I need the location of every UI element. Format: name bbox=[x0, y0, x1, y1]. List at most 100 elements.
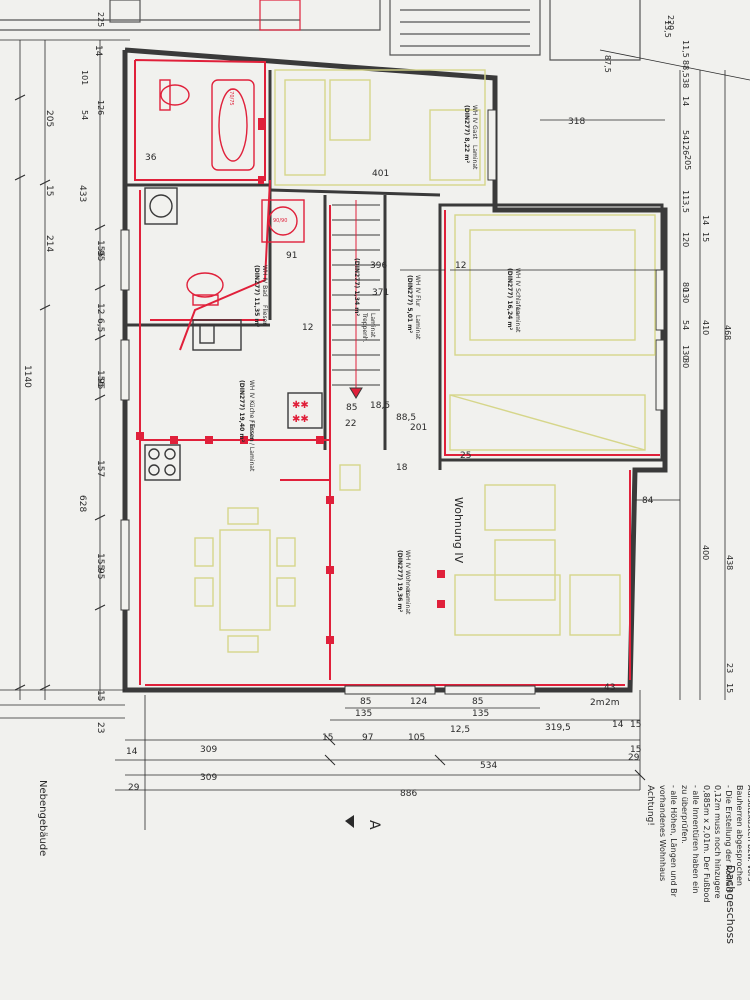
dimension-top-right-1: 205 bbox=[683, 155, 692, 170]
neighbour-building bbox=[0, 0, 641, 61]
dimension-top-right-4: 54 bbox=[681, 130, 690, 140]
svg-text:✱✱: ✱✱ bbox=[292, 400, 309, 411]
room-bad-area: (DIN277) 11,35 m² bbox=[253, 265, 260, 328]
dimension-left-10: 95 bbox=[95, 378, 105, 389]
kitchen-fixtures bbox=[144, 319, 323, 481]
svg-text:✱✱: ✱✱ bbox=[292, 414, 309, 425]
dimension-left-15: 1140 bbox=[22, 365, 32, 388]
chimney-symbols: ✱✱ ✱✱ bbox=[292, 400, 309, 425]
dimension-bottom-22: 2m bbox=[605, 698, 620, 708]
dimension-bottom-19: 886 bbox=[400, 789, 417, 799]
dimension-top-left-0: 225 bbox=[96, 12, 105, 27]
dimension-left-3: 214 bbox=[44, 235, 54, 252]
dimension-top-left-8: 54 bbox=[80, 110, 89, 120]
dimension-left-6: 95 bbox=[95, 250, 105, 261]
unit-name: Wohnung IV bbox=[452, 497, 465, 564]
dimension-bottom-4: 135 bbox=[472, 709, 489, 719]
room-gast-area: (DIN277) 8,22 m² bbox=[463, 105, 470, 163]
dimension-bottom-21: 2m bbox=[590, 698, 605, 708]
dimension-top-right-18: 23 bbox=[725, 663, 734, 673]
side-label-group: Nebengebäude bbox=[37, 780, 48, 856]
dimension-interior-2: 318 bbox=[568, 117, 585, 127]
dimension-top-left-2: 13,5 bbox=[663, 20, 672, 38]
dimension-left-11: 157 bbox=[95, 460, 105, 477]
room-gast-name: WH IV Gast bbox=[471, 105, 478, 140]
dimension-left-14: 95 bbox=[95, 568, 105, 579]
dimension-interior-1: 401 bbox=[372, 169, 389, 179]
dimension-left-17: 23 bbox=[95, 722, 105, 733]
dimension-bottom-14: 15 bbox=[630, 745, 641, 755]
dimension-bottom-17: 29 bbox=[128, 783, 140, 793]
dimension-bottom-13: 14 bbox=[126, 747, 138, 757]
furniture bbox=[194, 69, 656, 653]
dimension-interior-9: 18,5 bbox=[370, 401, 390, 411]
room-wohnen-floor: Laminat bbox=[404, 590, 411, 615]
room-kueche-name: WH IV Küche / Essen bbox=[248, 380, 255, 442]
section-mark: A bbox=[366, 820, 382, 830]
dimension-left-8: 6,5 bbox=[95, 318, 105, 332]
dimension-bottom-12: 319,5 bbox=[545, 723, 571, 733]
room-label-schlafen: (DIN277) 16,24 m² WH IV Schlafen Laminat bbox=[506, 268, 521, 333]
dimension-top-right-17: 15 bbox=[725, 683, 734, 693]
dimension-bottom-11: 12,5 bbox=[450, 725, 470, 735]
dimension-top-left-3: 11,5 bbox=[681, 40, 690, 58]
dimension-top-right-5: 120 bbox=[681, 232, 690, 247]
notes-block: Achtung! vorhandenes Wohnhaus- alle Höhe… bbox=[645, 785, 750, 902]
section-mark-arrow bbox=[345, 815, 354, 828]
dimension-interior-3: 91 bbox=[286, 251, 297, 261]
dimension-bottom-10: 105 bbox=[408, 733, 425, 743]
dimension-left-7: 12 bbox=[95, 303, 105, 314]
dimension-left-2: 15 bbox=[44, 185, 54, 196]
dimension-interior-4: 371 bbox=[372, 288, 389, 298]
dimension-bottom-18: 29 bbox=[628, 753, 640, 763]
dimension-bottom-2: 85 bbox=[472, 697, 483, 707]
shower-size: 90/90 bbox=[273, 218, 287, 224]
notes-line-0: vorhandenes Wohnhaus bbox=[658, 785, 667, 881]
room-schlafen-floor: Laminat bbox=[514, 308, 521, 333]
dimension-top-right-15: 400 bbox=[701, 545, 710, 560]
fixture-labels: 170/75 90/90 bbox=[228, 88, 287, 224]
room-label-kueche: (DIN277) 19,40 m² WH IV Küche / Essen Fl… bbox=[238, 380, 255, 472]
notes-line-7: Bauherren abgesprochen bbox=[735, 785, 744, 886]
notes-line-2: zu überprüfen. bbox=[680, 785, 689, 844]
notes-line-1: - alle Höhen, Längen und Br bbox=[669, 785, 678, 898]
dimension-top-right-8: 54 bbox=[681, 320, 690, 330]
dimension-interior-14: 25 bbox=[460, 451, 471, 461]
dimension-top-left-9: 87,5 bbox=[603, 55, 612, 73]
dimension-top-right-11: 410 bbox=[701, 320, 710, 335]
dimension-left-13: 155 bbox=[95, 553, 105, 570]
dimension-bottom-0: 85 bbox=[360, 697, 371, 707]
room-flur-name: WH IV Flur bbox=[414, 275, 421, 307]
dimension-lines bbox=[0, 39, 750, 830]
red-markers bbox=[136, 118, 445, 644]
dimension-bottom-15: 309 bbox=[200, 773, 217, 783]
staircase bbox=[332, 200, 380, 399]
dimension-interior-12: 201 bbox=[410, 423, 427, 433]
room-label-bad: (DIN277) 11,35 m² WH IV Bad Fliesen bbox=[253, 265, 268, 328]
dimension-top-right-6: 130 bbox=[681, 288, 690, 303]
room-wohnen-name: WH IV Wohnen bbox=[404, 550, 411, 595]
dimension-interior-0: 36 bbox=[145, 153, 157, 163]
room-treppe-floor: Laminat bbox=[369, 313, 376, 338]
dimension-top-right-10: 130 bbox=[681, 345, 690, 360]
dimension-top-left-5: 38 bbox=[681, 78, 690, 88]
dimension-interior-8: 85 bbox=[346, 403, 357, 413]
room-label-gast: (DIN277) 8,22 m² WH IV Gast Laminat bbox=[463, 105, 478, 170]
room-kueche-area: (DIN277) 19,40 m² bbox=[238, 380, 245, 443]
dimension-labels-left: 142051521443315595126,515595157628155951… bbox=[22, 45, 105, 733]
room-flur-floor: Laminat bbox=[414, 315, 421, 340]
room-kueche-floor: Fliesen / Laminat bbox=[248, 420, 255, 472]
dimension-interior-7: 12 bbox=[455, 261, 466, 271]
dimension-top-left-6: 14 bbox=[681, 96, 690, 106]
dimension-top-right-0: 220 bbox=[666, 15, 675, 30]
room-schlafen-name: WH IV Schlafen bbox=[514, 268, 521, 314]
dimension-bottom-16: 534 bbox=[480, 761, 497, 771]
dimension-top-left-7: 101 bbox=[80, 70, 89, 85]
dimension-top-right-7: 80 bbox=[681, 282, 690, 292]
page-title: Dachgeschoss bbox=[724, 865, 737, 944]
room-treppe-area: (DIN277) 1,34 m² bbox=[353, 258, 360, 316]
